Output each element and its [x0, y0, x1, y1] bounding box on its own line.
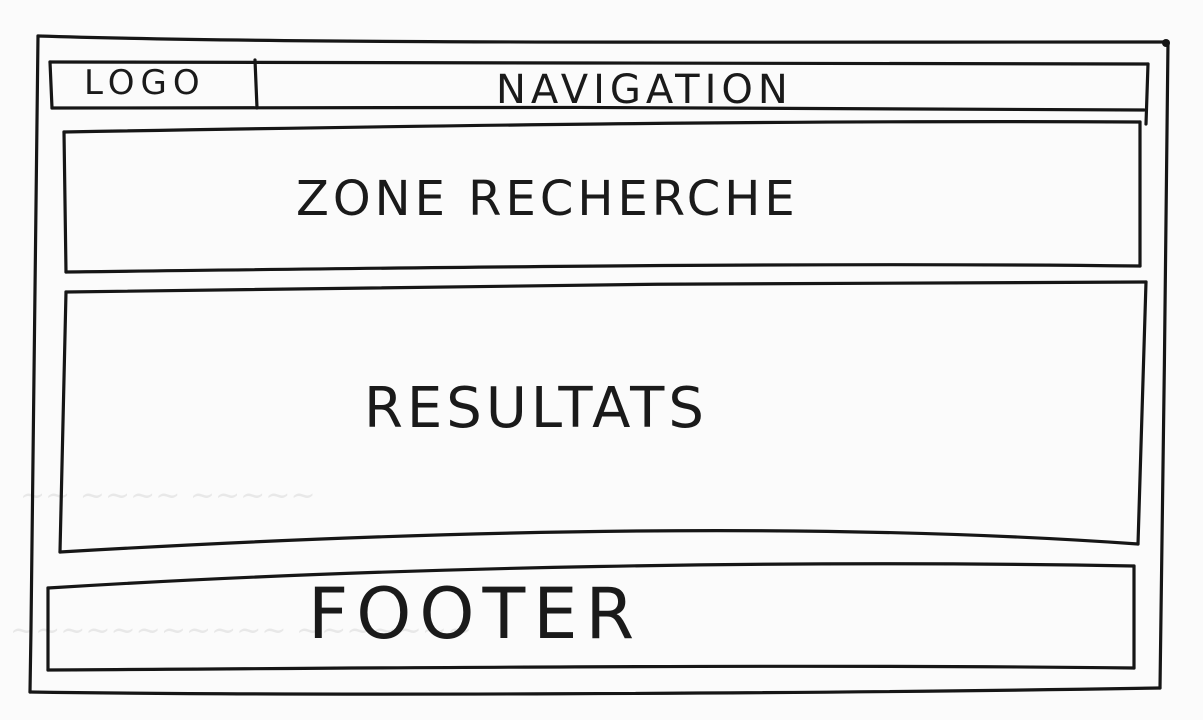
- header-section: [48, 58, 1150, 126]
- svg-text:~~ ~~~~ ~~~~~: ~~ ~~~~ ~~~~~: [20, 478, 316, 513]
- results-box: [58, 280, 1148, 554]
- footer-box: [46, 562, 1136, 672]
- navigation-label: NAVIGATION: [496, 67, 793, 113]
- paper-bleed-through: ~~ ~~~~ ~~~~~ ~~~~~~~~~~~ ~~~~~~~: [10, 478, 472, 648]
- results-label: RESULTATS: [364, 376, 708, 441]
- search-zone-box: [62, 120, 1142, 274]
- logo: LOGO: [84, 63, 206, 103]
- footer-label: FOOTER: [308, 573, 642, 655]
- svg-text:~~~~~~~~~~~ ~~~~~~~: ~~~~~~~~~~~ ~~~~~~~: [10, 613, 472, 648]
- outer-frame: [28, 34, 1170, 696]
- search-zone-label: ZONE RECHERCHE: [296, 171, 799, 227]
